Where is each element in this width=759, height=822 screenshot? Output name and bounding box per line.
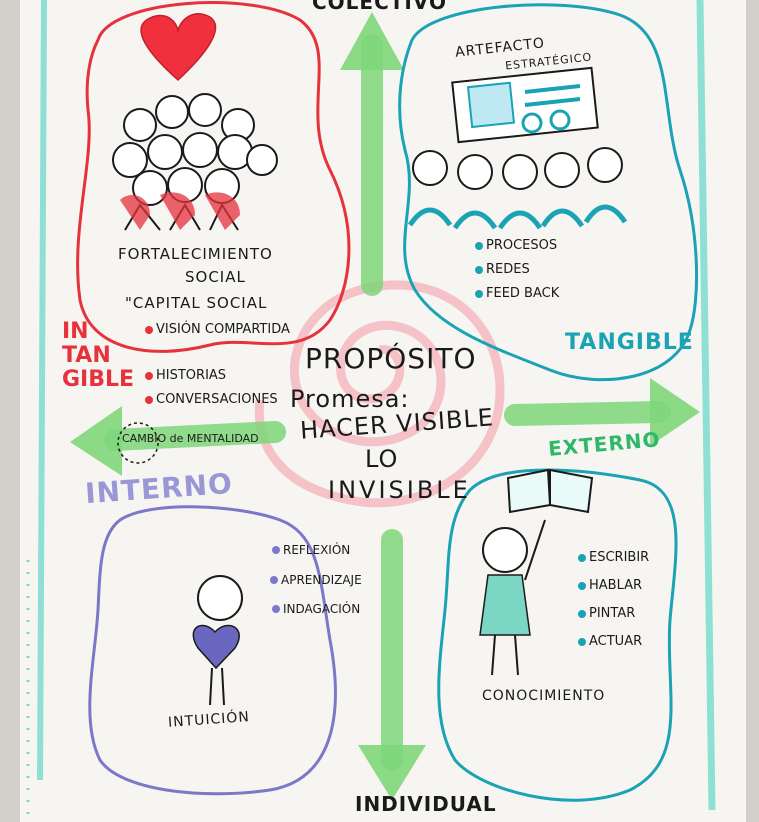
list-item: APRENDIZAJE xyxy=(270,573,362,587)
spiral-graphic xyxy=(254,280,505,508)
blob-top-left-red xyxy=(76,1,351,353)
arrow-right-head xyxy=(650,378,700,446)
person-with-book-icon xyxy=(479,468,594,676)
person-with-heart-icon xyxy=(192,575,243,706)
list-item: REDES xyxy=(475,262,530,277)
bullet-dot-icon xyxy=(578,609,586,618)
list-item: REFLEXIÓN xyxy=(272,543,350,557)
arrow-left-head xyxy=(70,406,122,476)
bullet-dot-icon xyxy=(475,241,483,250)
label-colectivo: COLECTIVO xyxy=(312,0,447,14)
bullet-dot-icon xyxy=(145,395,153,404)
arrow-down-head xyxy=(358,745,426,800)
center-line-2: LO xyxy=(365,445,399,473)
outer-border-right xyxy=(696,0,716,811)
strategy-board-icon xyxy=(451,66,599,144)
list-item: HABLAR xyxy=(578,578,642,593)
list-item: ESCRIBIR xyxy=(578,550,649,565)
label-intangible-line1: IN xyxy=(62,319,89,344)
blob-bottom-left-purple xyxy=(88,505,337,796)
bullet-dot-icon xyxy=(475,289,483,298)
bullet-dot-icon xyxy=(145,371,153,380)
list-item: PINTAR xyxy=(578,606,635,621)
horizontal-axis-arrow xyxy=(104,401,671,451)
list-item: VISIÓN COMPARTIDA xyxy=(145,322,290,337)
bullet-dot-icon xyxy=(578,637,586,646)
list-item: FEED BACK xyxy=(475,286,559,301)
label-tangible: TANGIBLE xyxy=(565,330,694,355)
list-item: ACTUAR xyxy=(578,634,642,649)
label-intangible-line3: GIBLE xyxy=(62,367,135,392)
label-intangible: IN TAN GIBLE xyxy=(62,320,134,392)
crowd-of-people-icon xyxy=(112,93,278,231)
list-item: HISTORIAS xyxy=(145,368,226,383)
bullet-dot-icon xyxy=(272,605,280,613)
list-item: CONVERSACIONES xyxy=(145,392,278,407)
bullet-dot-icon xyxy=(145,325,153,334)
top-left-title-2: SOCIAL xyxy=(185,268,246,286)
center-promesa: Promesa: xyxy=(290,385,410,413)
note-cambio-mentalidad: CAMBIO de MENTALIDAD xyxy=(122,432,259,445)
list-item: INDAGACIÓN xyxy=(272,602,360,616)
center-line-3: INVISIBLE xyxy=(328,476,471,504)
bottom-right-caption: CONOCIMIENTO xyxy=(482,688,606,704)
arrow-up-head xyxy=(340,12,404,70)
vertical-axis-arrow xyxy=(361,34,403,771)
bullet-dot-icon xyxy=(270,576,278,584)
top-left-subtitle: "CAPITAL SOCIAL xyxy=(125,294,268,312)
dashed-circle-icon xyxy=(117,422,159,464)
bullet-dot-icon xyxy=(578,553,586,562)
label-individual: INDIVIDUAL xyxy=(355,792,497,816)
list-item: PROCESOS xyxy=(475,238,557,253)
label-intangible-line2: TAN xyxy=(62,343,111,368)
bullet-dot-icon xyxy=(578,581,586,590)
bullet-dot-icon xyxy=(272,546,280,554)
center-title: PROPÓSITO xyxy=(305,342,477,375)
heart-icon xyxy=(140,13,217,82)
bullet-dot-icon xyxy=(475,265,483,274)
blob-top-right-teal xyxy=(398,3,699,382)
team-people-icon xyxy=(412,147,623,190)
blob-bottom-right-teal xyxy=(437,468,678,802)
outer-border-left xyxy=(37,0,47,781)
top-left-title-1: FORTALECIMIENTO xyxy=(118,245,273,263)
